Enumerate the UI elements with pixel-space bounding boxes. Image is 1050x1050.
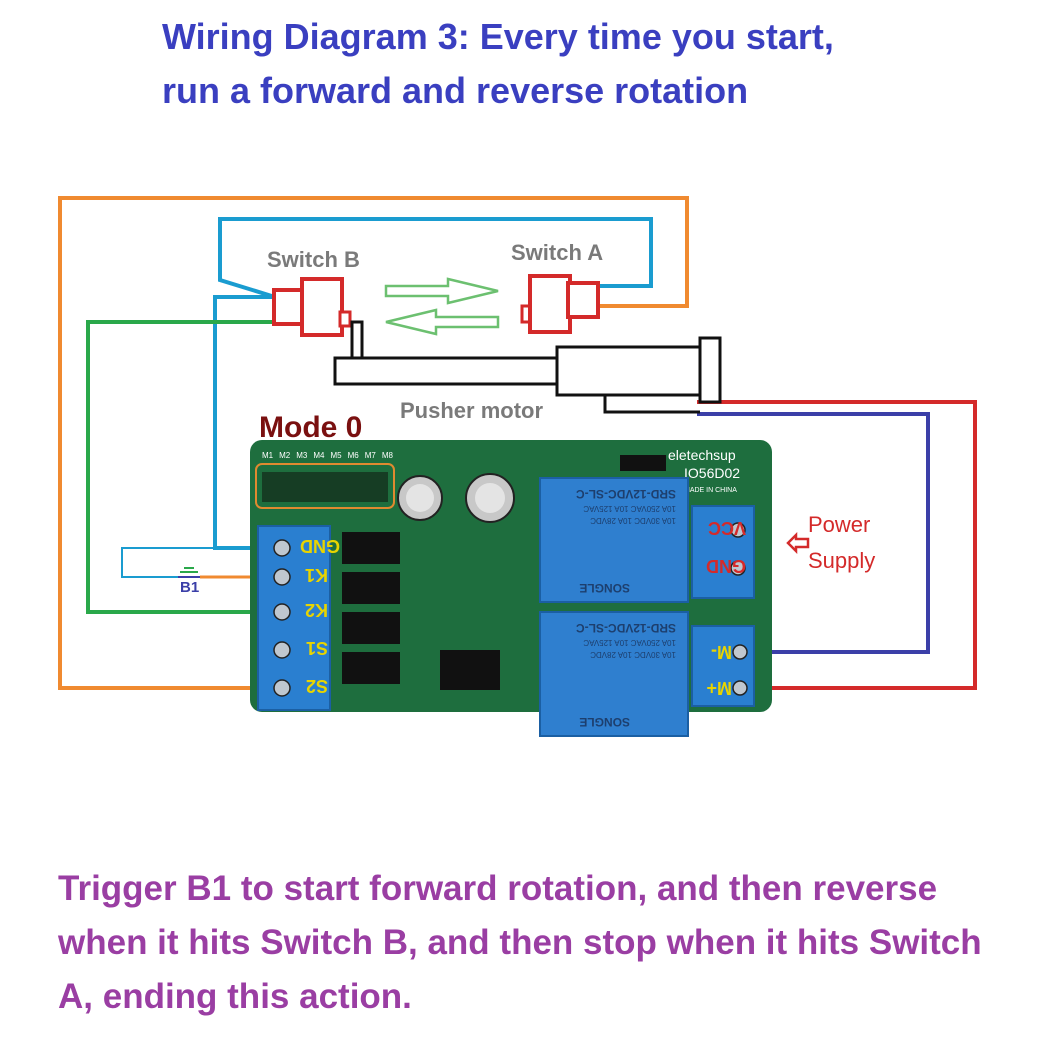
ic-chip (342, 612, 400, 644)
terminal-gnd: GND (300, 536, 340, 556)
terminal-k1: K1 (305, 565, 328, 585)
terminal-k2: K2 (305, 600, 328, 620)
svg-text:10A 30VDC 10A 28VDC: 10A 30VDC 10A 28VDC (590, 650, 676, 659)
reverse-arrow-icon (385, 308, 500, 336)
terminal-s1: S1 (306, 638, 328, 658)
ic-chip (342, 652, 400, 684)
switch-b-label: Switch B (267, 247, 360, 272)
wire-b1-gnd (121, 547, 282, 578)
switch-b (272, 277, 352, 337)
svg-text:SONGLE: SONGLE (579, 581, 630, 595)
b1-label: B1 (180, 579, 199, 596)
power-supply-label-1: Power (808, 512, 870, 537)
terminal-m-plus: M+ (706, 678, 732, 698)
wire-green (86, 320, 282, 614)
relay-1: SRD-12VDC-SL-C 10A 250VAC 10A 125VAC 10A… (539, 477, 689, 603)
power-terminal-block (691, 505, 755, 599)
power-supply-label-2: Supply (808, 548, 875, 573)
b1-button (178, 567, 200, 578)
mode-label: Mode 0 (259, 411, 362, 444)
board-model: IO56D02 (684, 465, 740, 481)
title-line-2: run a forward and reverse rotation (162, 70, 749, 111)
terminal-vcc: VCC (708, 518, 746, 538)
capacitor (397, 475, 443, 521)
board-made-in: MADE IN CHINA (684, 487, 737, 494)
pusher-motor-label: Pusher motor (400, 398, 543, 423)
svg-text:SRD-12VDC-SL-C: SRD-12VDC-SL-C (576, 621, 676, 635)
pin-header (255, 463, 395, 509)
svg-text:SRD-12VDC-SL-C: SRD-12VDC-SL-C (576, 487, 676, 501)
relay-2: SRD-12VDC-SL-C 10A 250VAC 10A 125VAC 10A… (539, 611, 689, 737)
ic-chip (342, 532, 400, 564)
capacitor (465, 473, 515, 523)
pin-header-pins (262, 472, 388, 502)
wire-navy (697, 412, 930, 654)
svg-text:SONGLE: SONGLE (579, 715, 630, 729)
switch-a-label: Switch A (511, 240, 603, 265)
terminal-m-minus: M- (711, 642, 732, 662)
title-line-1: Wiring Diagram 3: Every time you start, (162, 16, 834, 57)
pusher-motor (333, 320, 722, 414)
caption-line-1: Trigger B1 to start forward rotation, an… (58, 869, 938, 908)
terminal-s2: S2 (306, 676, 328, 696)
caption-line-2: when it hits Switch B, and then stop whe… (58, 923, 982, 962)
ic-chip (342, 572, 400, 604)
svg-text:10A 30VDC 10A 28VDC: 10A 30VDC 10A 28VDC (590, 516, 676, 525)
forward-arrow-icon (384, 277, 499, 305)
switch-a (520, 274, 600, 334)
wire-orange (58, 196, 689, 690)
svg-text:10A 250VAC 10A 125VAC: 10A 250VAC 10A 125VAC (583, 638, 676, 647)
terminal-power-gnd: GND (706, 556, 746, 576)
board-brand: eletechsup (668, 447, 736, 463)
left-terminal-block (257, 525, 331, 711)
jumper (620, 455, 666, 471)
svg-text:10A 250VAC 10A 125VAC: 10A 250VAC 10A 125VAC (583, 504, 676, 513)
ic-chip (440, 650, 500, 690)
wire-red (697, 400, 977, 690)
motor-terminal-block (691, 625, 755, 707)
wire-blue (218, 217, 653, 299)
diagram-caption: Trigger B1 to start forward rotation, an… (58, 862, 1048, 1024)
power-arrow-icon (786, 531, 810, 555)
diagram-title: Wiring Diagram 3: Every time you start, … (162, 10, 1022, 118)
caption-line-3: A, ending this action. (58, 977, 412, 1016)
